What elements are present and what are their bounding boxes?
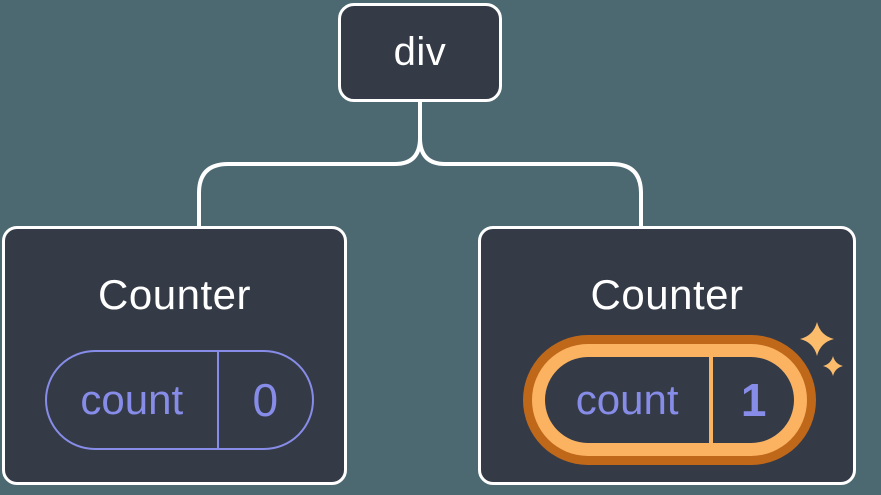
pill-divider — [709, 357, 714, 443]
state-pill-highlighted: count 1 — [545, 357, 794, 443]
root-node: div — [338, 3, 502, 102]
component-title: Counter — [590, 271, 744, 318]
state-highlight-ring-inner: count 1 — [532, 344, 807, 456]
component-card-counter-right: Counter count 1 — [478, 226, 856, 485]
component-card-counter-left: Counter count 0 — [2, 226, 347, 485]
state-value: 0 — [252, 374, 279, 426]
root-node-label: div — [393, 30, 447, 74]
state-pill: count 0 — [45, 350, 314, 450]
state-key-label: count — [80, 376, 184, 423]
state-key-label: count — [575, 376, 679, 423]
connector-right-branch — [418, 101, 643, 227]
connector-left-branch — [197, 101, 422, 227]
sparkle-small — [823, 356, 843, 376]
sparkle-large — [800, 322, 834, 356]
state-highlight-ring: count 1 — [523, 335, 816, 465]
pill-divider — [216, 352, 219, 448]
component-title: Counter — [98, 271, 251, 318]
state-value: 1 — [740, 374, 767, 426]
sparkles-icon — [800, 322, 843, 376]
